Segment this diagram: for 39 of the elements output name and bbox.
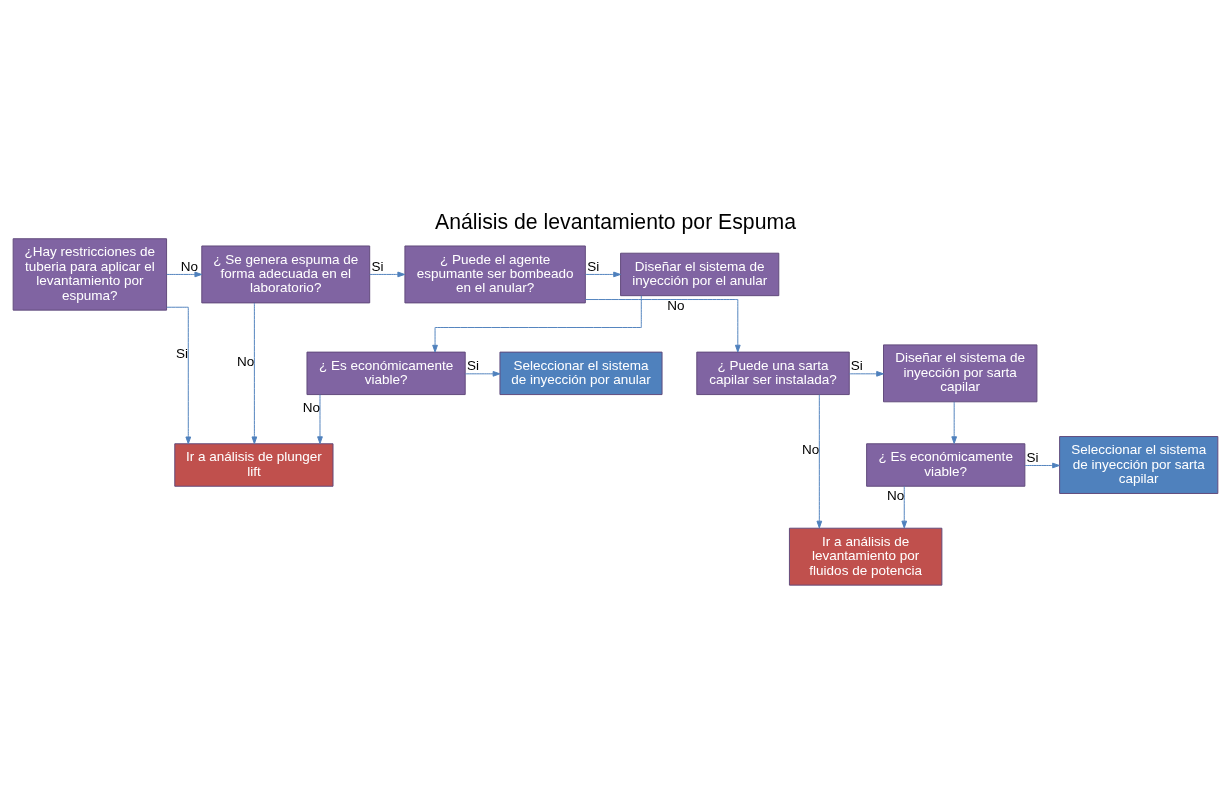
edge-label: No: [180, 258, 199, 274]
arrow: [816, 393, 823, 528]
arrow: [848, 370, 884, 377]
node-box: ¿ Se genera espuma de forma adecuada en el laboratorio?: [201, 245, 371, 303]
node-box: ¿ Puede una sarta capilar ser instalada?: [696, 351, 850, 395]
arrow: [251, 302, 258, 444]
edge-label: Si: [371, 258, 384, 274]
node-box: Seleccionar el sistema de inyección por anular: [499, 351, 663, 395]
arrow: [166, 271, 203, 277]
node-box: Ir a análisis de levantamiento por fluidos de potencia: [788, 527, 943, 586]
arrow: [901, 485, 908, 528]
edge-label: Si: [850, 357, 863, 373]
node-box: Diseñar el sistema de inyección por el anular: [620, 252, 780, 296]
arrow: [951, 400, 958, 444]
node-box: Diseñar el sistema de inyección por sarta capilar: [883, 343, 1038, 402]
arrow: [166, 306, 192, 444]
node-box: ¿ Puede el agente espumante ser bombeado en el anular?: [404, 245, 586, 303]
edge-label: No: [237, 353, 255, 369]
arrow: [369, 271, 406, 277]
arrow: [584, 271, 621, 277]
edge-label: Si: [1026, 449, 1039, 465]
node-box: Seleccionar el sistema de inyección por sarta capilar: [1059, 435, 1219, 494]
arrow: [317, 393, 323, 444]
node-box: Ir a análisis de plunger lift: [174, 442, 334, 487]
edge-label: No: [667, 297, 685, 313]
diagram-title: Análisis de levantamiento por Espuma: [435, 209, 796, 233]
edge-label: Si: [587, 258, 600, 274]
arrow: [1024, 462, 1060, 468]
arrow: [464, 370, 501, 377]
node-box: ¿Hay restricciones de tuberia para aplicar el levantamiento por espuma?: [12, 237, 168, 311]
arrow: [432, 294, 642, 353]
edge-label: No: [302, 399, 320, 415]
node-box: ¿ Es económicamente viable?: [866, 442, 1026, 487]
arrow: [585, 298, 741, 352]
node-box: ¿ Es económicamente viable?: [306, 351, 466, 395]
edge-label: Si: [466, 357, 479, 373]
edge-label: Si: [176, 345, 189, 361]
edge-label: No: [802, 441, 820, 457]
edge-label: No: [886, 487, 905, 503]
